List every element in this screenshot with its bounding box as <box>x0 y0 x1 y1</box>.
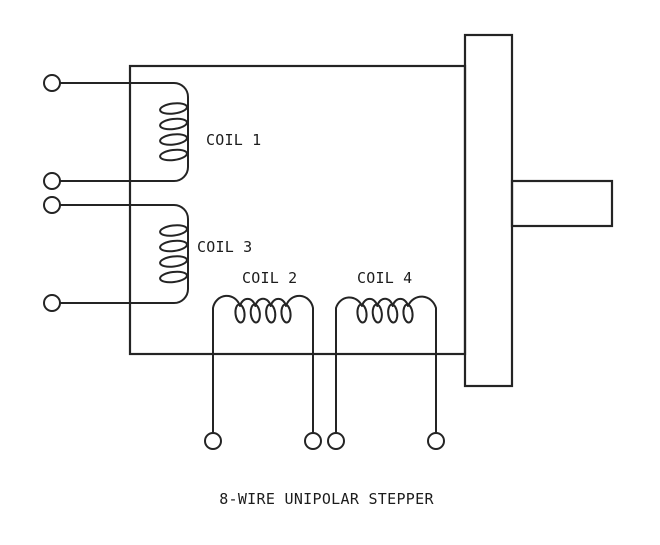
coil-2-wire-path <box>212 294 314 434</box>
coil-3-loop <box>159 224 188 237</box>
terminal-coil2-end <box>304 432 322 450</box>
terminal-coil1-start <box>43 74 61 92</box>
terminal-coil4-start <box>327 432 345 450</box>
coil-2-loop <box>249 303 261 324</box>
coil-1-wire-path <box>59 82 189 182</box>
coil-4-loop <box>356 303 368 324</box>
coil-1-loop <box>159 148 188 162</box>
coil-1-loop <box>159 102 188 115</box>
coil-4-wire-path <box>335 295 437 434</box>
coil-1-loop <box>159 117 188 131</box>
coil-2-loop <box>265 303 277 324</box>
coil-2-loop <box>280 303 292 324</box>
terminal-coil1-end <box>43 172 61 190</box>
terminal-coil4-end <box>427 432 445 450</box>
coil-3-label: COIL 3 <box>197 238 252 256</box>
coil-1-label: COIL 1 <box>206 131 261 149</box>
coil-2-label: COIL 2 <box>242 269 297 287</box>
coil-3-loop <box>159 270 188 284</box>
coil-4-loop <box>387 303 399 324</box>
coil-3: COIL 3 <box>43 196 252 312</box>
terminal-coil3-start <box>43 196 61 214</box>
terminal-coil3-end <box>43 294 61 312</box>
diagram-title: 8-WIRE UNIPOLAR STEPPER <box>219 490 434 508</box>
coil-3-loop <box>159 255 188 268</box>
coil-4-label: COIL 4 <box>357 269 412 287</box>
motor-shaft <box>510 179 614 228</box>
coil-3-wire-path <box>59 204 189 304</box>
coil-1-loop <box>159 133 188 146</box>
coil-1: COIL 1 <box>43 74 261 190</box>
motor-faceplate <box>463 33 514 388</box>
coil-3-loop <box>159 239 188 253</box>
coil-2-loop <box>234 303 246 324</box>
terminal-coil2-start <box>204 432 222 450</box>
coil-2: COIL 2 <box>204 269 322 450</box>
coil-4: COIL 4 <box>327 269 445 450</box>
motor-body-outline <box>128 64 467 356</box>
coil-4-loop <box>402 303 414 324</box>
coil-4-loop <box>371 303 383 324</box>
